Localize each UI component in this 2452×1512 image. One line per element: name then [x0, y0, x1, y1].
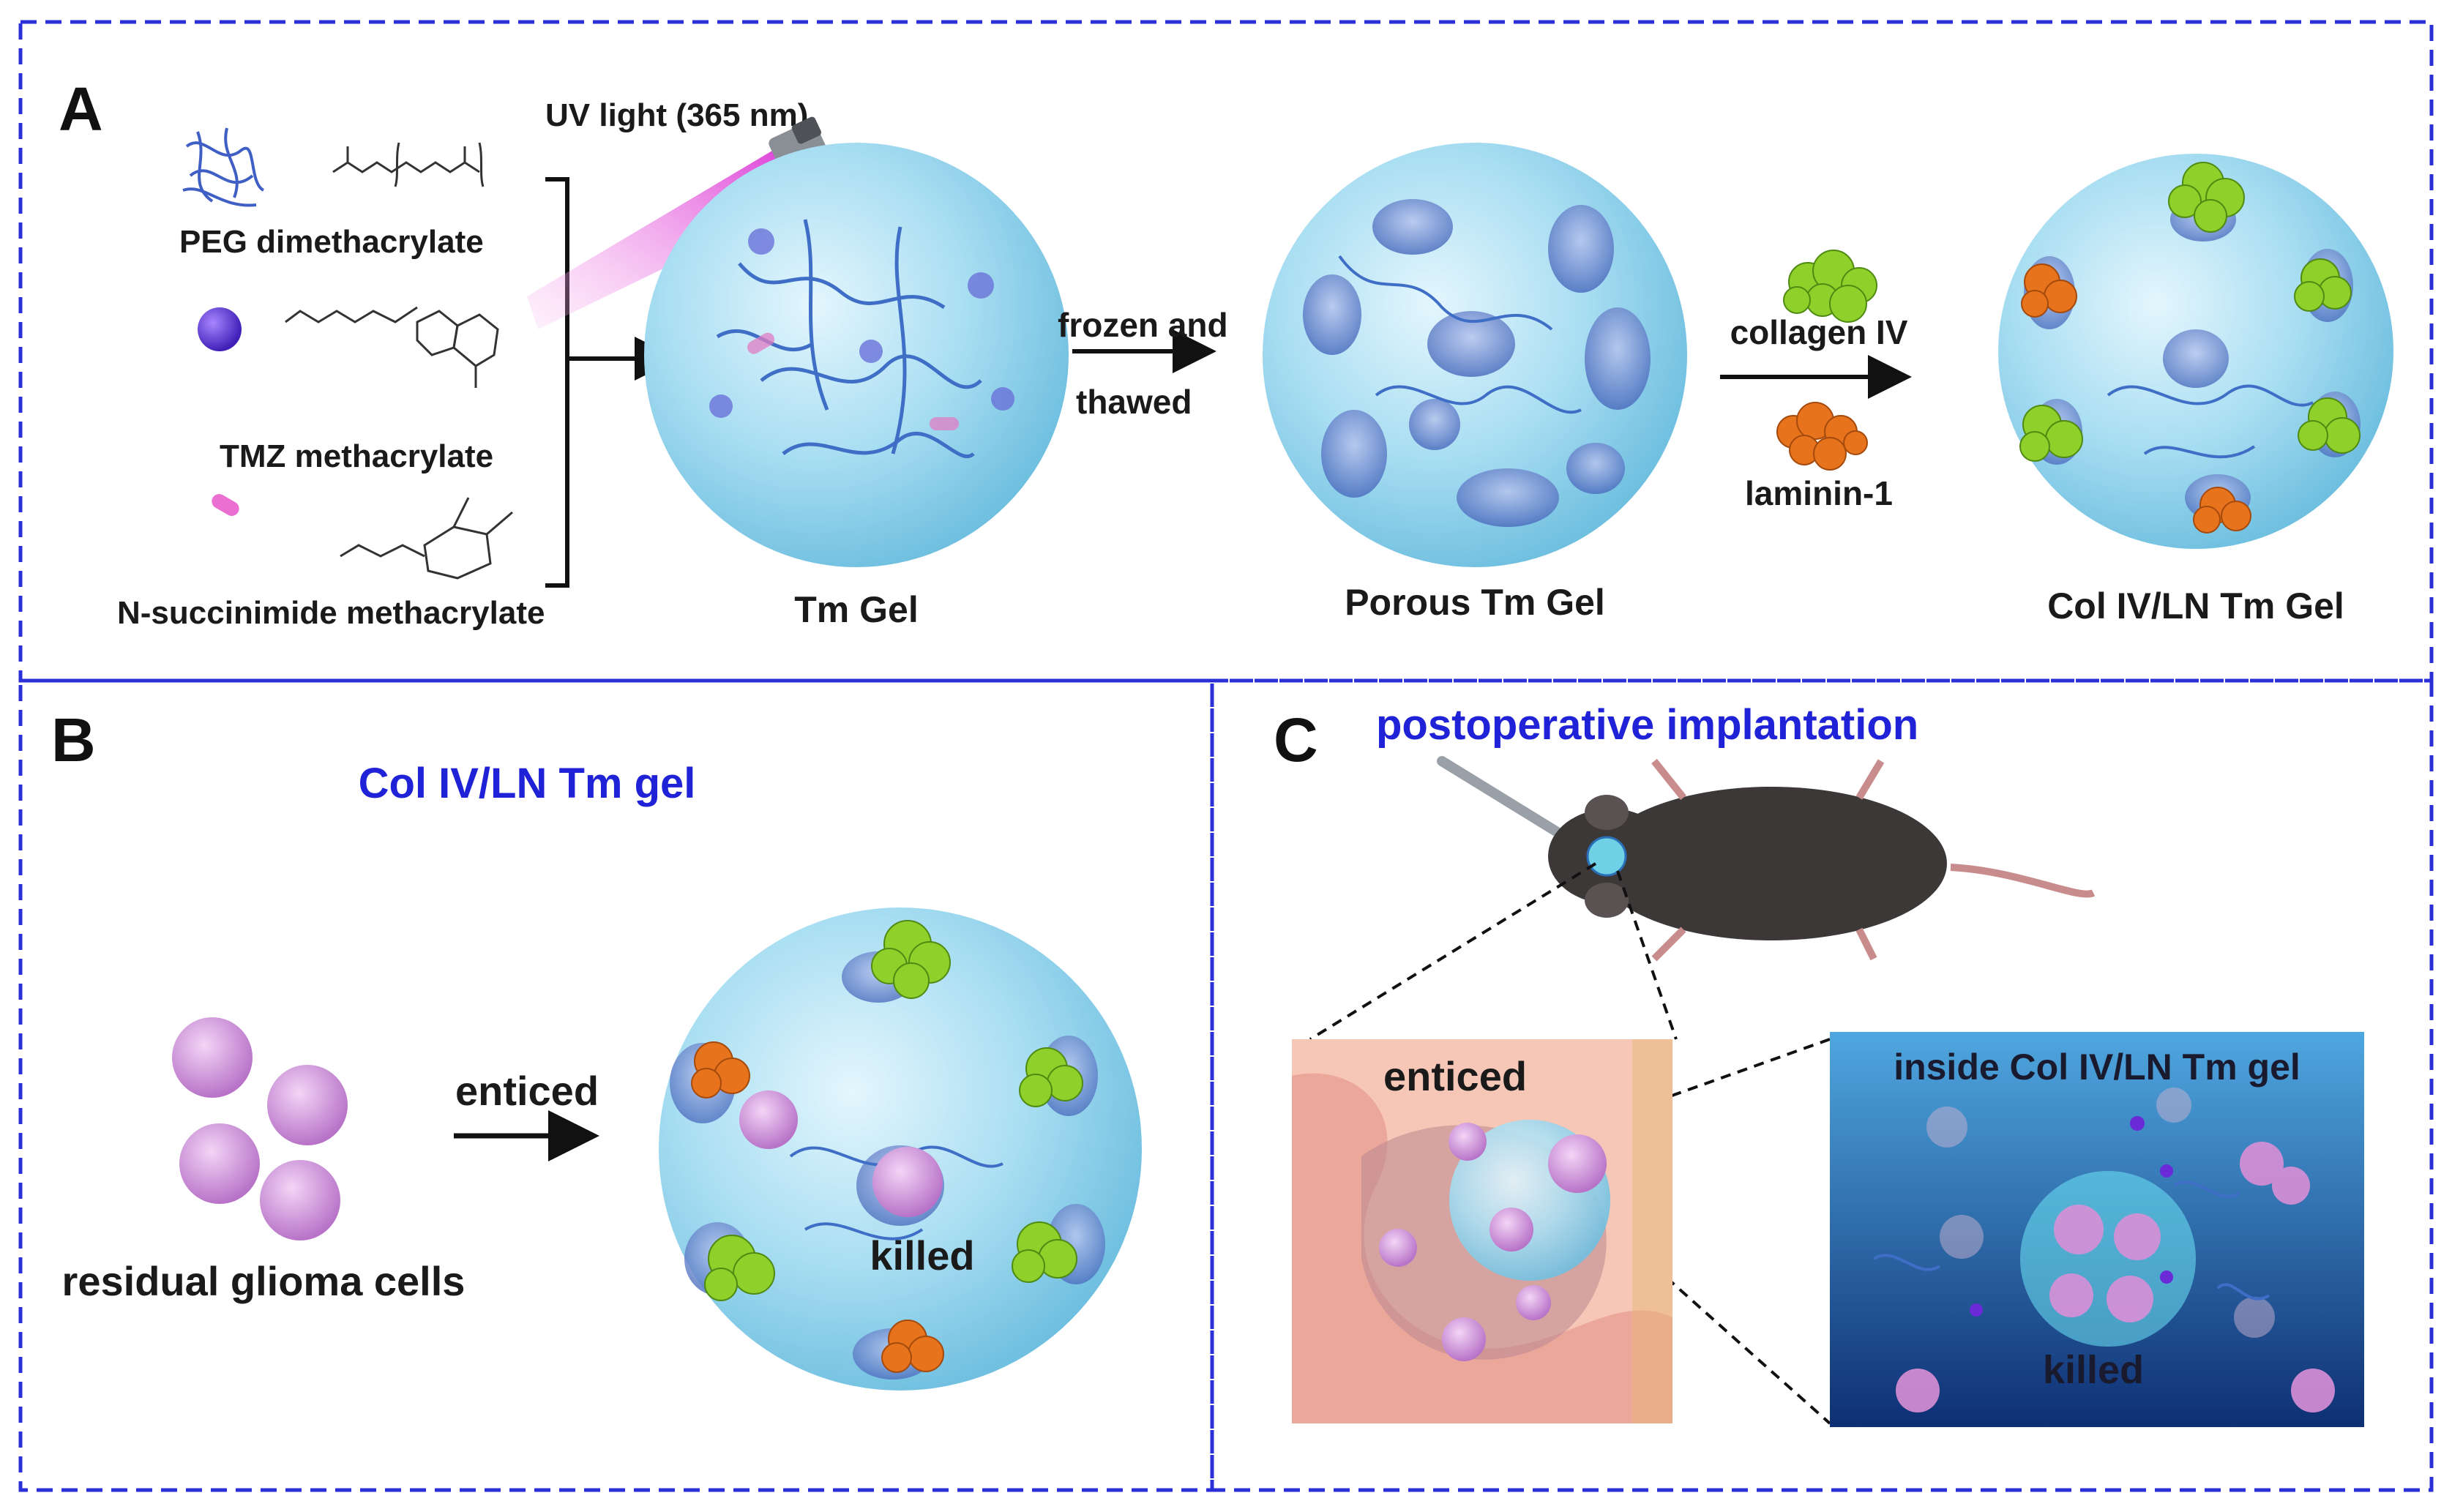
panel-a-letter: A: [59, 75, 103, 143]
enticed-label-b: enticed: [455, 1068, 599, 1114]
enticed-label-c: enticed: [1383, 1053, 1527, 1099]
col-ln-tm-gel-sphere: [1998, 154, 2393, 549]
collagen-iv-icon: [1783, 250, 1877, 323]
killed-label-c: killed: [2043, 1348, 2144, 1392]
uv-light-label: UV light (365 nm): [545, 97, 808, 133]
panel-c-title: postoperative implantation: [1376, 701, 1918, 749]
tmz-particle-icon: [198, 307, 242, 351]
mouse-icon: [1548, 758, 2096, 962]
porous-tm-gel-label: Porous Tm Gel: [1345, 582, 1605, 623]
panel-a-frame: [18, 20, 2434, 683]
panel-c-letter: C: [1274, 706, 1318, 774]
porous-tm-gel-sphere: [1263, 143, 1687, 567]
tm-gel-sphere: [644, 143, 1069, 567]
step-frozen-label: frozen and: [1058, 306, 1228, 344]
residual-glioma-label: residual glioma cells: [62, 1258, 466, 1304]
panel-b-letter: B: [51, 706, 96, 774]
succinimide-particle-icon: [212, 494, 239, 516]
collagen-iv-label: collagen IV: [1730, 313, 1908, 351]
killed-label-b: killed: [870, 1232, 974, 1279]
inside-gel-inset-image: [1830, 1032, 2364, 1427]
reagent-succinimide-label: N-succinimide methacrylate: [117, 595, 545, 631]
tmz-methacrylate-structure-icon: [285, 306, 499, 388]
laminin-1-label: laminin-1: [1745, 474, 1893, 512]
n-succinimide-structure-icon: [340, 497, 513, 580]
inset-title-label: inside Col IV/LN Tm gel: [1894, 1047, 2300, 1088]
reagent-bracket: [545, 177, 569, 588]
step-thawed-label: thawed: [1076, 383, 1192, 421]
col-ln-tm-gel-label: Col IV/LN Tm Gel: [2047, 585, 2344, 626]
reagent-tmz-label: TMZ methacrylate: [220, 438, 493, 474]
panel-b-frame: [18, 678, 1214, 1492]
panel-c-frame: [1210, 678, 2434, 1492]
peg-dimethacrylate-structure-icon: [332, 142, 485, 187]
panel-b-gel-sphere: [659, 907, 1142, 1391]
brain-section-image: [1292, 1039, 1672, 1423]
panel-b-title: Col IV/LN Tm gel: [359, 760, 696, 807]
peg-network-icon: [182, 127, 265, 207]
reagent-peg-label: PEG dimethacrylate: [179, 224, 484, 260]
laminin-1-icon: [1776, 402, 1868, 471]
residual-glioma-cells-icon: [172, 1017, 348, 1240]
tm-gel-label: Tm Gel: [794, 589, 918, 630]
